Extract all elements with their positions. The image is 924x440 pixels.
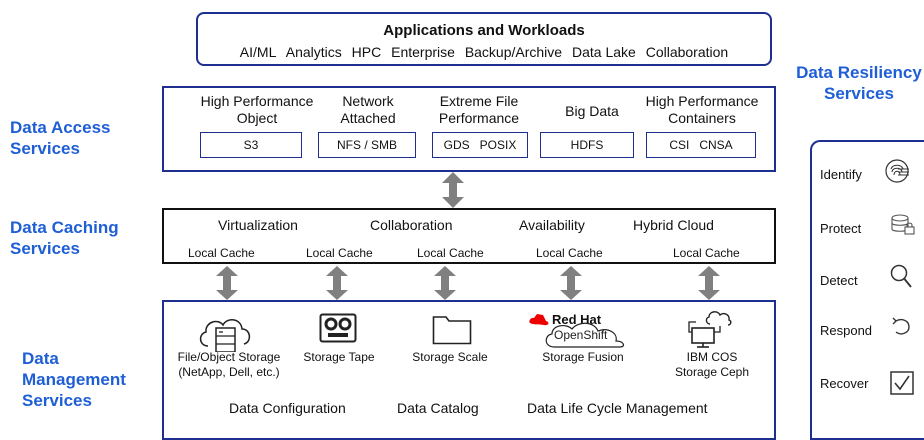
cloud-computer-icon [688, 311, 732, 348]
access-title-containers: High Performance Containers [645, 93, 759, 126]
mgmt-item-fusion: Storage Fusion [542, 350, 624, 364]
data-management-label: Data Management Services [22, 349, 126, 410]
pill-nfs-smb: NFS / SMB [318, 132, 416, 158]
data-resiliency-box [810, 140, 924, 440]
access-title-extreme: Extreme File Performance [438, 93, 520, 126]
local-cache-label: Local Cache [306, 246, 373, 260]
app-item: Analytics [285, 44, 342, 60]
access-title-object: High Performance Object [200, 93, 314, 126]
local-cache-label: Local Cache [417, 246, 484, 260]
access-title-network: Network Attached [340, 93, 396, 126]
app-item: Backup/Archive [464, 44, 563, 60]
pill-gds-posix: GDS POSIX [432, 132, 528, 158]
app-item: Data Lake [571, 44, 636, 60]
applications-title: Applications and Workloads [383, 22, 585, 39]
undo-arrow-icon [892, 317, 910, 335]
app-item: Collaboration [645, 44, 729, 60]
redhat-openshift-logo: Red Hat OpenShift [528, 312, 628, 351]
applications-box: Applications and Workloads AI/ML Analyti… [196, 12, 772, 66]
mgmt-item-tape: Storage Tape [303, 350, 375, 364]
double-arrow-access-caching [442, 172, 464, 208]
mgmt-item-scale: Storage Scale [412, 350, 488, 364]
openshift-cloud-icon [545, 322, 625, 348]
double-arrow-cache-3 [434, 266, 456, 300]
folder-icon [432, 316, 472, 345]
cloud-storage-icon [199, 319, 251, 352]
resiliency-respond: Respond [820, 323, 873, 338]
local-cache-label: Local Cache [188, 246, 255, 260]
mgmt-function: Data Life Cycle Management [527, 400, 708, 416]
double-arrow-cache-2 [326, 266, 348, 300]
caching-feature: Availability [519, 217, 585, 233]
pill-hdfs: HDFS [540, 132, 634, 158]
resiliency-identify: Identify [820, 167, 862, 182]
pill-s3: S3 [200, 132, 302, 158]
data-caching-label: Data Caching Services [10, 218, 119, 258]
openshift-wordmark: OpenShift [554, 328, 608, 342]
magnifier-icon [890, 264, 912, 288]
applications-list: AI/ML Analytics HPC Enterprise Backup/Ar… [198, 44, 770, 61]
app-item: AI/ML [239, 44, 276, 60]
data-resiliency-title: Data Resiliency Services [796, 63, 922, 103]
caching-feature: Virtualization [218, 217, 298, 233]
double-arrow-cache-5 [698, 266, 720, 300]
app-item: Enterprise [391, 44, 455, 60]
caching-feature: Hybrid Cloud [633, 217, 714, 233]
resiliency-recover: Recover [820, 376, 869, 391]
tape-icon [319, 313, 357, 343]
mgmt-function: Data Catalog [397, 400, 479, 416]
resiliency-protect: Protect [820, 221, 862, 236]
data-access-box [162, 86, 776, 172]
resiliency-detect: Detect [820, 273, 858, 288]
local-cache-label: Local Cache [536, 246, 603, 260]
double-arrow-cache-1 [216, 266, 238, 300]
local-cache-label: Local Cache [673, 246, 740, 260]
checkbox-icon [890, 371, 914, 395]
lock-database-icon [891, 214, 915, 235]
pill-csi-cnsa: CSI CNSA [646, 132, 756, 158]
redhat-hat-icon [529, 314, 549, 326]
double-arrow-cache-4 [560, 266, 582, 300]
data-access-label: Data Access Services [10, 118, 111, 158]
mgmt-item-cos-ceph: IBM COS Storage Ceph [674, 350, 750, 379]
access-title-bigdata: Big Data [565, 103, 619, 119]
mgmt-function: Data Configuration [229, 400, 346, 416]
caching-feature: Collaboration [370, 217, 453, 233]
data-caching-box [162, 208, 776, 264]
fingerprint-icon [885, 159, 909, 183]
app-item: HPC [351, 44, 382, 60]
mgmt-item-file-object: File/Object Storage (NetApp, Dell, etc.) [177, 350, 281, 379]
